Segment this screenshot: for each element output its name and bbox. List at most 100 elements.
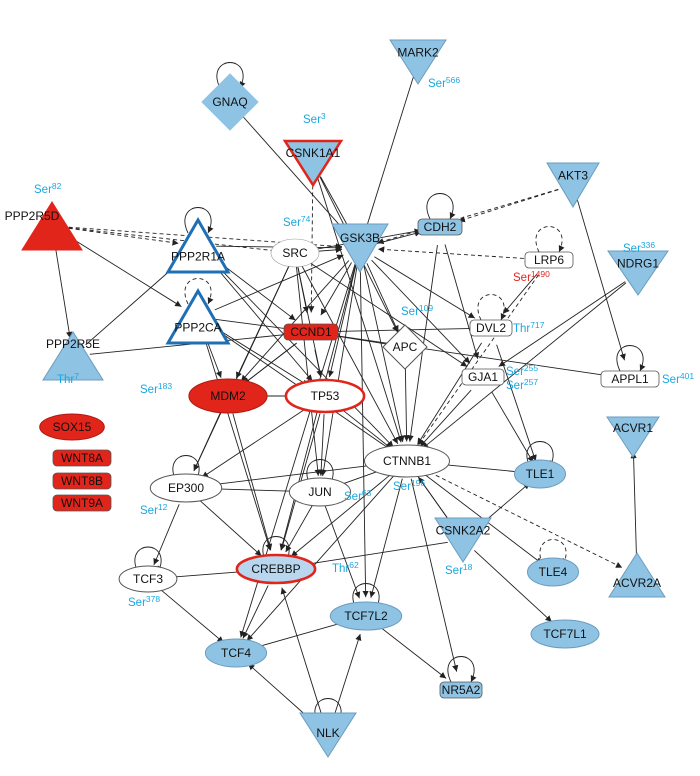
edge-gsk3b-tp53 [327,264,357,378]
site-label: Thr717 [513,320,545,335]
node-ppp2r5e[interactable]: PPP2R5E Thr7 [42,331,104,386]
self-loop [172,455,202,482]
node-wnt8a[interactable]: WNT8A [52,449,112,467]
edge-nlk-crebbp [280,587,324,721]
node-sox15[interactable]: SOX15 [39,413,105,441]
node-shape [201,73,259,131]
node-tle4[interactable]: TLE4 [527,539,579,587]
edge-src-ctnnb1 [299,261,399,445]
edge-nlk-tcf7l2 [332,633,362,721]
node-label: EP300 [168,481,204,495]
node-shape [235,553,317,585]
edge-akt3-cdh2 [458,189,559,223]
edge-gja1-tle1 [491,391,534,463]
edge-ppp2ca-crebbp [202,334,272,551]
edge-mdm2-ep300 [193,412,221,471]
node-ppp2r1a[interactable]: PPP2R1A [165,207,231,274]
node-ppp2ca[interactable]: PPP2CA [165,278,231,345]
node-label: ACVR2A [613,576,661,590]
edge-tp53-jun [318,414,325,476]
edge-acvr2a-acvr1 [630,451,638,560]
site-label: Ser74 [283,214,311,229]
edge-akt3-appl1 [576,199,626,361]
node-wnt8b[interactable]: WNT8B [52,472,112,490]
node-shape [331,223,389,273]
node-gsk3b[interactable]: GSK3B [331,223,389,273]
node-akt3[interactable]: AKT3 [546,162,600,208]
node-label: CTNNB1 [383,454,431,468]
node-label: NDRG1 [617,257,659,271]
node-label: TCF3 [133,572,163,586]
node-shape [165,287,231,345]
edge-src-ccnd1 [296,262,309,313]
edge-mdm2-crebbp [232,413,273,551]
node-shape [524,251,574,269]
node-shape [118,565,178,593]
node-shape [461,368,505,386]
node-tcf4[interactable]: TCF4 [204,638,268,668]
node-label: DVL2 [476,321,506,335]
node-shape [417,218,463,236]
edge-gsk3b-cdh2 [376,230,422,245]
edge-ctnnb1-tcf7l2 [369,478,403,598]
edge-ndrg1-gja1 [498,281,626,367]
edge-ep300-crebbp [198,499,262,557]
edge-cdh2-gja1 [444,244,480,359]
node-nlk[interactable]: NLK [299,698,357,758]
node-label: PPP2CA [174,320,221,334]
node-label: PPP2R5E [46,337,100,351]
edge-gsk3b-ccnd1 [320,262,352,316]
node-label: APC [393,340,418,354]
edge-src-jun [295,262,321,476]
node-acvr1[interactable]: ACVR1 [606,416,660,458]
edge-ppp2ca-ccnd1 [215,318,292,332]
edge-tcf4-tcf7l2 [250,619,348,650]
node-tle1[interactable]: TLE1 [514,441,566,489]
node-acvr2a[interactable]: ACVR2A [608,552,666,598]
node-shape [282,139,344,188]
site-label: Ser1490 [513,269,550,284]
node-apc[interactable]: APC [382,324,428,370]
edge-ccnd1-mdm2 [243,342,297,385]
node-tcf7l1[interactable]: TCF7L1 [530,619,600,649]
edge-lrp6-ctnnb1 [417,274,539,446]
node-nr5a2[interactable]: NR5A2 [439,656,483,699]
node-wnt9a[interactable]: WNT9A [52,494,112,512]
edge-ctnnb1-crebbp [290,472,394,557]
node-gnaq[interactable]: GNAQ [201,62,259,131]
node-shape [284,378,366,414]
site-label: Thr7 [57,371,79,386]
edge-ctnnb1-nr5a2 [410,478,459,672]
edge-gnaq-gsk3b [242,116,349,235]
edge-ctnnb1-acvr2a [423,468,623,569]
edge-gsk3b-apc [366,263,399,333]
node-label: TLE1 [526,467,555,481]
node-shape [149,473,223,503]
node-crebbp[interactable]: CREBBP [235,536,317,585]
edge-csnk2a2-tcf7l1 [474,550,553,623]
node-ccnd1[interactable]: CCND1 [283,323,339,341]
edge-gsk3b-jun [320,264,358,477]
node-label: TCF4 [221,646,251,660]
node-dvl2[interactable]: DVL2 Thr717 [469,294,545,337]
node-shape [607,250,669,296]
site-label: Ser257 [506,377,538,392]
node-label: GJA1 [468,370,498,384]
node-label: GSK3B [340,231,380,245]
node-cdh2[interactable]: CDH2 [417,193,463,236]
node-tp53[interactable]: TP53 [284,378,366,414]
node-label: WNT8B [61,474,103,488]
